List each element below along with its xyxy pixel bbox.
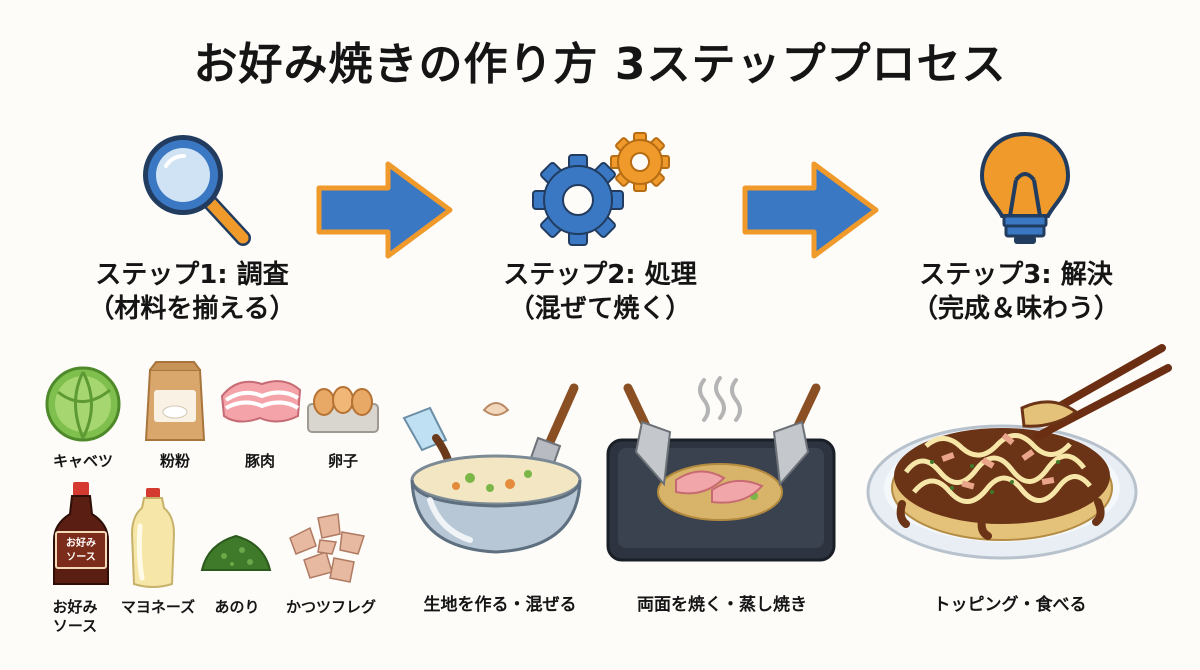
step-2-heading: ステップ2: 処理 （混ぜて焼く） bbox=[420, 258, 780, 326]
sauce-bottle-label-line1: お好み bbox=[66, 536, 96, 549]
ingredient-label-flour: 粉粉 bbox=[159, 452, 190, 470]
step-3-subtitle: （完成＆味わう） bbox=[911, 294, 1120, 324]
step-3-heading: ステップ3: 解決 （完成＆味わう） bbox=[836, 258, 1196, 326]
ingredient-label-eggs: 卵子 bbox=[327, 452, 358, 470]
mayo-bottle-icon bbox=[128, 486, 178, 590]
flour-bag-icon bbox=[140, 358, 210, 443]
ingredient-label-pork: 豚肉 bbox=[244, 452, 275, 470]
step-1-subtitle: （材料を揃える） bbox=[88, 294, 296, 324]
lightbulb-icon bbox=[970, 130, 1080, 250]
page-title: お好み焼きの作り方 3ステッププロセス bbox=[193, 39, 1007, 90]
cabbage-icon bbox=[38, 362, 128, 442]
sauce-bottle-label-line2: ソース bbox=[66, 551, 96, 563]
ingredient-label-aonori: あのり bbox=[214, 598, 260, 616]
ingredient-label-katsuobushi: かつツフレグ bbox=[285, 598, 376, 616]
magnifier-icon bbox=[128, 130, 258, 250]
process-label-grill: 両面を焼く・蒸し焼き bbox=[637, 595, 807, 615]
mixing-bowl-icon bbox=[400, 380, 590, 570]
step-2-title: ステップ2: 処理 bbox=[503, 260, 697, 290]
gears-icon bbox=[528, 130, 678, 250]
eggs-icon bbox=[304, 378, 382, 438]
ingredient-label-mayo: マヨネーズ bbox=[120, 598, 196, 616]
okonomiyaki-plate-icon bbox=[862, 342, 1174, 566]
arrow-icon bbox=[316, 160, 456, 260]
step-1-heading: ステップ1: 調査 （材料を揃える） bbox=[12, 258, 372, 326]
ingredient-label-cabbage: キャベツ bbox=[52, 452, 113, 470]
sauce-bottle-icon: お好み ソース bbox=[46, 480, 116, 590]
ingredient-label-sauce: お好み ソース bbox=[52, 598, 98, 635]
aonori-icon bbox=[198, 530, 274, 574]
katsuobushi-icon bbox=[282, 508, 372, 588]
process-label-mix: 生地を作る・混ぜる bbox=[423, 595, 577, 615]
arrow-icon bbox=[742, 160, 882, 260]
step-1-title: ステップ1: 調査 bbox=[95, 260, 289, 290]
pork-icon bbox=[218, 370, 304, 430]
griddle-icon bbox=[604, 374, 840, 570]
step-2-subtitle: （混ぜて焼く） bbox=[508, 294, 692, 324]
result-label: トッピング・食べる bbox=[933, 595, 1087, 615]
step-3-title: ステップ3: 解決 bbox=[919, 260, 1113, 290]
